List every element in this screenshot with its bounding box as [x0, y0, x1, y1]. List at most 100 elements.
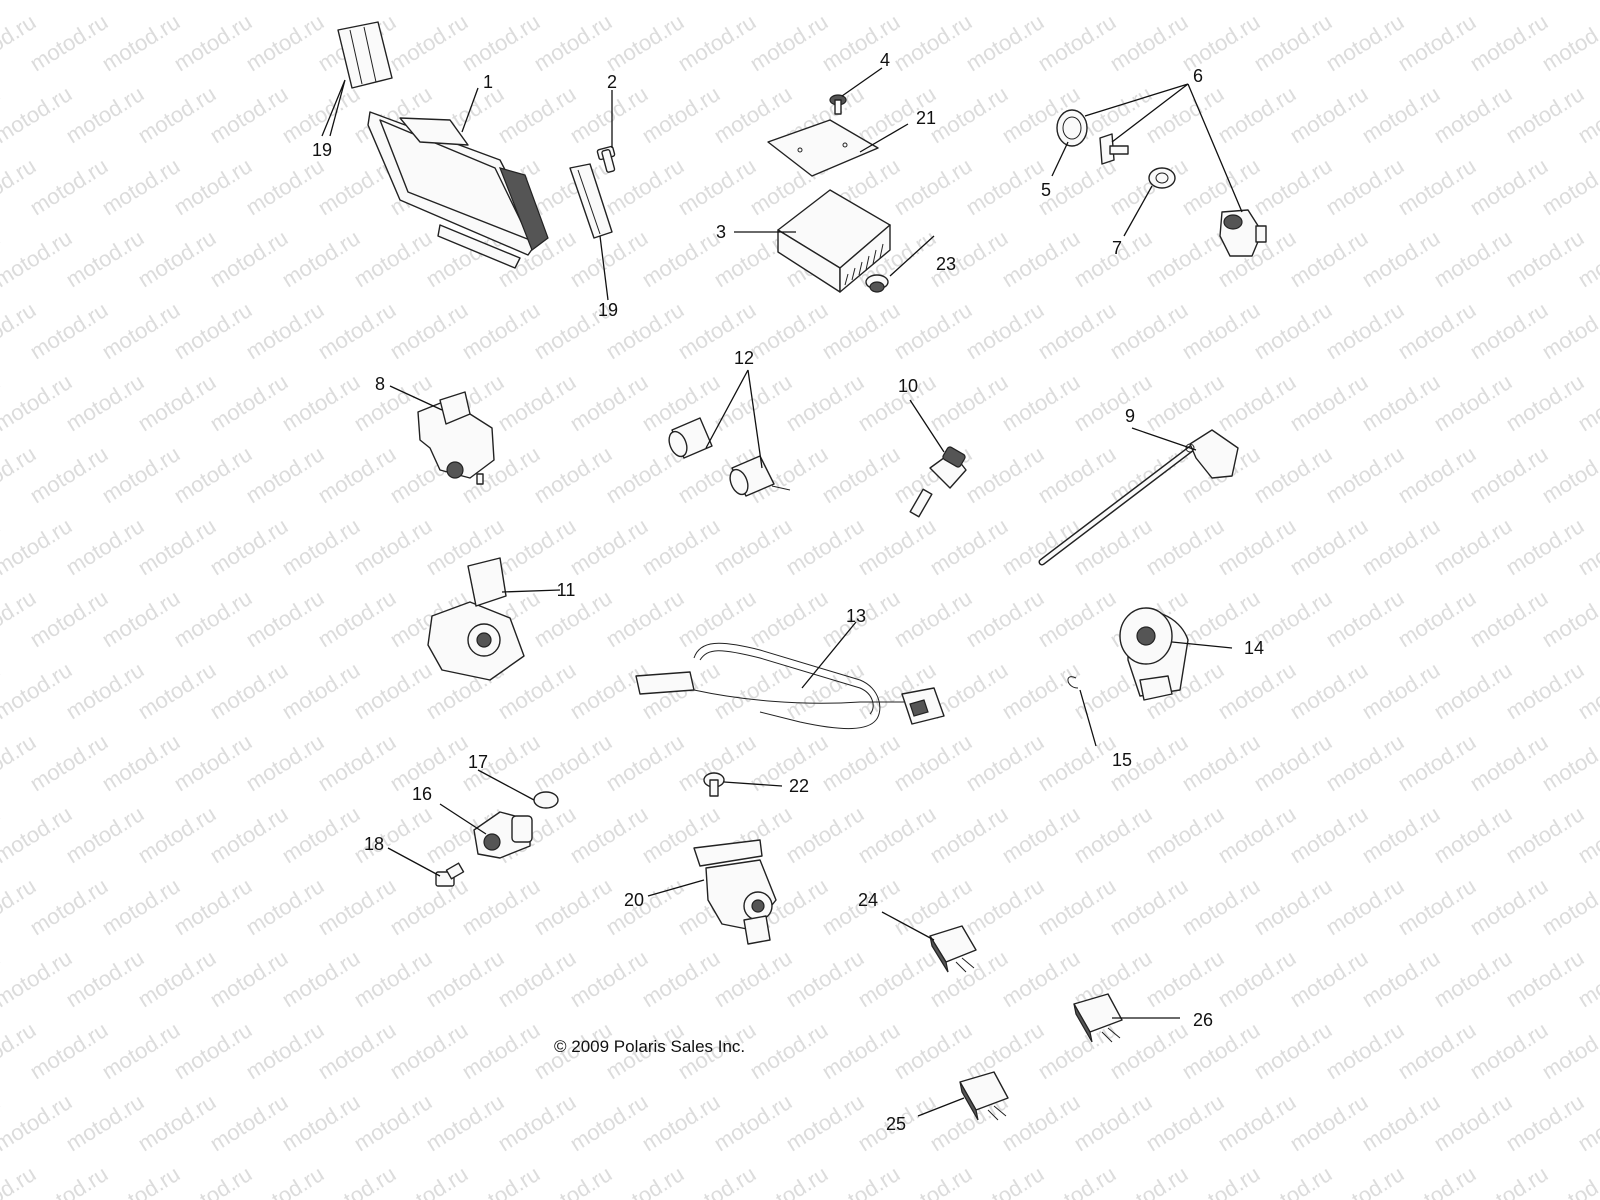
- watermark-text: motod.ru: [421, 1089, 508, 1156]
- watermark-text: motod.ru: [61, 513, 148, 580]
- watermark-text: motod.ru: [565, 225, 652, 292]
- watermark-text: motod.ru: [1069, 0, 1156, 4]
- watermark-text: motod.ru: [997, 369, 1084, 436]
- callout-18: 18: [364, 834, 384, 854]
- watermark-text: motod.ru: [97, 729, 184, 796]
- callout-2: 2: [607, 72, 617, 92]
- watermark-text: motod.ru: [349, 801, 436, 868]
- watermark-text: motod.ru: [25, 585, 112, 652]
- watermark-text: motod.ru: [25, 873, 112, 940]
- watermark-text: motod.ru: [349, 0, 436, 4]
- watermark-text: motod.ru: [709, 657, 796, 724]
- watermark-text: motod.ru: [205, 945, 292, 1012]
- watermark-text: motod.ru: [133, 81, 220, 148]
- callout-22: 22: [789, 776, 809, 796]
- watermark-text: motod.ru: [25, 153, 112, 220]
- callout-11: 11: [557, 580, 576, 600]
- watermark-text: motod.ru: [313, 441, 400, 508]
- watermark-text: motod.ru: [1537, 585, 1600, 652]
- watermark-text: motod.ru: [529, 441, 616, 508]
- part-6-clip: [1099, 133, 1129, 165]
- callout-16: 16: [412, 784, 432, 804]
- watermark-text: motod.ru: [1285, 945, 1372, 1012]
- watermark-text: motod.ru: [1141, 513, 1228, 580]
- watermark-text: motod.ru: [493, 945, 580, 1012]
- watermark-text: motod.ru: [565, 1089, 652, 1156]
- watermark-text: motod.ru: [997, 225, 1084, 292]
- part-22-screw: [703, 772, 725, 797]
- watermark-text: motod.ru: [133, 801, 220, 868]
- watermark-text: motod.ru: [0, 81, 76, 148]
- watermark-text: motod.ru: [997, 0, 1084, 4]
- watermark-text: motod.ru: [1429, 0, 1516, 4]
- watermark-text: motod.ru: [349, 1089, 436, 1156]
- watermark-text: motod.ru: [889, 1017, 976, 1084]
- watermark-text: motod.ru: [781, 0, 868, 4]
- watermark-text: motod.ru: [1033, 585, 1120, 652]
- watermark-text: motod.ru: [1357, 657, 1444, 724]
- watermark-text: motod.ru: [673, 153, 760, 220]
- watermark-text: motod.ru: [565, 945, 652, 1012]
- callout-17: 17: [468, 752, 488, 772]
- watermark-text: motod.ru: [961, 297, 1048, 364]
- callout-8: 8: [375, 374, 385, 394]
- part-8-map-sensor: [417, 391, 495, 485]
- watermark-text: motod.ru: [1573, 0, 1600, 4]
- watermark-text: motod.ru: [241, 441, 328, 508]
- watermark-text: motod.ru: [889, 9, 976, 76]
- watermark-text: motod.ru: [601, 729, 688, 796]
- watermark-text: motod.ru: [1393, 873, 1480, 940]
- callout-1: 1: [483, 72, 493, 92]
- watermark-text: motod.ru: [1357, 0, 1444, 4]
- watermark-text: motod.ru: [709, 945, 796, 1012]
- watermark-text: motod.ru: [277, 369, 364, 436]
- watermark-text: motod.ru: [0, 225, 76, 292]
- watermark-text: motod.ru: [457, 873, 544, 940]
- watermark-text: motod.ru: [1393, 297, 1480, 364]
- watermark-text: motod.ru: [1141, 225, 1228, 292]
- watermark-text: motod.ru: [241, 729, 328, 796]
- callout-7: 7: [1112, 238, 1122, 258]
- watermark-text: motod.ru: [169, 153, 256, 220]
- part-10-temp-sensor: [909, 446, 967, 518]
- part-14-knock-sensor: [1119, 607, 1189, 701]
- watermark-text: motod.ru: [1429, 945, 1516, 1012]
- watermark-text: motod.ru: [0, 1089, 76, 1156]
- watermark-text: motod.ru: [0, 801, 76, 868]
- watermark-text: motod.ru: [673, 9, 760, 76]
- watermark-text: motod.ru: [1177, 729, 1264, 796]
- watermark-text: motod.ru: [637, 945, 724, 1012]
- watermark-text: motod.ru: [61, 369, 148, 436]
- watermark-text: motod.ru: [781, 369, 868, 436]
- callout-5: 5: [1041, 180, 1051, 200]
- watermark-text: motod.ru: [601, 585, 688, 652]
- watermark-text: motod.ru: [1465, 1017, 1552, 1084]
- watermark-text: motod.ru: [1321, 729, 1408, 796]
- watermark-text: motod.ru: [1501, 369, 1588, 436]
- watermark-text: motod.ru: [925, 801, 1012, 868]
- watermark-text: motod.ru: [1357, 225, 1444, 292]
- watermark-text: motod.ru: [205, 513, 292, 580]
- watermark-text: motod.ru: [385, 1017, 472, 1084]
- watermark-text: motod.ru: [241, 9, 328, 76]
- watermark-text: motod.ru: [1249, 441, 1336, 508]
- watermark-text: motod.ru: [1429, 81, 1516, 148]
- watermark-text: motod.ru: [1249, 297, 1336, 364]
- watermark-text: motod.ru: [97, 9, 184, 76]
- watermark-text: motod.ru: [853, 513, 940, 580]
- watermark-text: motod.ru: [133, 945, 220, 1012]
- watermark-text: motod.ru: [1285, 81, 1372, 148]
- watermark-text: motod.ru: [169, 441, 256, 508]
- watermark-text: motod.ru: [61, 945, 148, 1012]
- watermark-text: motod.ru: [0, 0, 76, 4]
- watermark-text: motod.ru: [493, 1089, 580, 1156]
- watermark-text: motod.ru: [61, 225, 148, 292]
- watermark-text: motod.ru: [1141, 945, 1228, 1012]
- watermark-text: motod.ru: [277, 801, 364, 868]
- watermark-text: motod.ru: [1357, 945, 1444, 1012]
- callout-10: 10: [898, 376, 918, 396]
- watermark-text: motod.ru: [889, 729, 976, 796]
- callout-23: 23: [936, 254, 956, 274]
- watermark-text: motod.ru: [1285, 369, 1372, 436]
